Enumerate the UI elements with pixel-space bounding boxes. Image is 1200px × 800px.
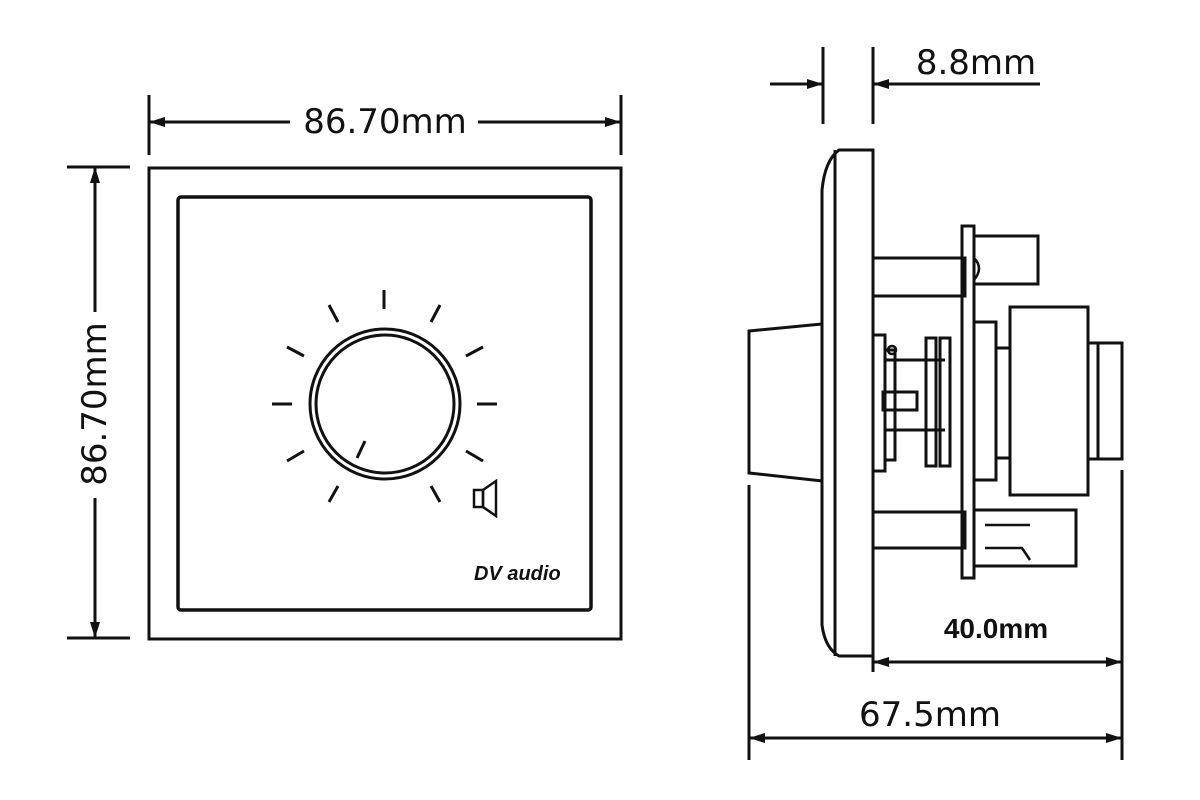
volume-scale-ticks — [272, 290, 497, 503]
front-width-dimension — [147, 95, 623, 155]
side-transformer-bracket — [1086, 341, 1124, 461]
side-transformer — [1008, 305, 1090, 497]
front-outer-plate — [147, 166, 623, 641]
front-height-dimension — [67, 165, 130, 640]
brand-logo: DV audio — [474, 563, 561, 585]
faceplate-thickness-dimension — [770, 47, 1040, 124]
side-pot-plate-a — [924, 336, 938, 468]
front-view — [147, 166, 623, 641]
body-depth-label: 40.0mm — [944, 613, 1048, 644]
side-pot-shaft — [881, 390, 919, 412]
total-depth-label: 67.5mm — [859, 695, 1001, 735]
front-width-label: 86.70mm — [303, 102, 467, 142]
side-lower-connector — [972, 508, 1078, 568]
side-upper-post — [871, 256, 967, 298]
side-pot-plate-b — [938, 336, 952, 468]
side-knob-cap — [747, 322, 824, 483]
side-bushing — [972, 320, 998, 482]
faceplate-thickness-label: 8.8mm — [916, 43, 1036, 83]
total-depth-dimension — [747, 485, 1122, 760]
side-lower-post — [871, 510, 967, 550]
side-upper-connector — [972, 234, 1040, 286]
side-view — [747, 148, 1124, 658]
front-height-label: 86.70mm — [75, 322, 115, 486]
volume-knob-icon — [308, 327, 462, 481]
body-depth-dimension — [871, 470, 1124, 760]
speaker-icon — [472, 478, 498, 519]
front-inner-panel — [176, 195, 593, 612]
side-faceplate — [820, 148, 875, 658]
